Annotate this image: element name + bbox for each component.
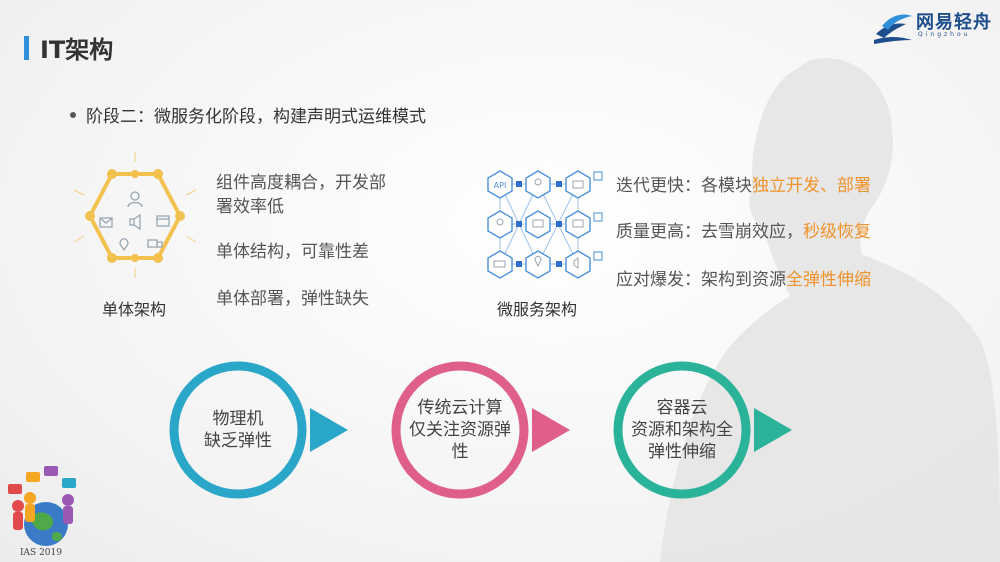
point-highlight: 秒级恢复 [803, 222, 871, 242]
hex-node [85, 211, 95, 221]
user-icon [127, 191, 143, 208]
monolith-point-1b: 署效率低 [216, 197, 284, 217]
service-node [565, 170, 591, 199]
stage-physical: 物理机 缺乏弹性 [160, 360, 350, 500]
microservice-caption: 微服务架构 [497, 300, 578, 319]
hex-node [175, 211, 185, 221]
logo-name: 网易轻舟 [916, 12, 992, 33]
service-node [487, 250, 513, 279]
stage-text: 物理机 缺乏弹性 [178, 378, 298, 482]
hex-node [153, 169, 163, 179]
user-icon [496, 218, 504, 226]
stage-line: 性 [451, 442, 469, 462]
api-label: API [494, 181, 507, 190]
user-icon [534, 178, 542, 186]
monolith-caption: 单体架构 [102, 300, 167, 319]
stage-line: 资源和架构全 [631, 420, 733, 440]
mail-icon [572, 219, 584, 228]
point-highlight: 全弹性伸缩 [786, 270, 871, 290]
service-node [565, 210, 591, 239]
stage-bullet: 阶段二：微服务化阶段，构建声明式运维模式 [70, 102, 426, 127]
microservice-point-3: 应对爆发：架构到资源全弹性伸缩 [616, 265, 871, 290]
stage-line: 弹性伸缩 [648, 442, 716, 462]
arrow-icon [310, 408, 348, 452]
stage-line: 传统云计算 [417, 398, 503, 418]
location-icon [534, 255, 542, 268]
netease-qingzhou-logo [874, 14, 912, 44]
speaker-icon [573, 257, 579, 269]
stage-line: 缺乏弹性 [204, 431, 272, 451]
stage-text: 传统云计算 仅关注资源弹 性 [400, 378, 520, 482]
stage-line: 物理机 [212, 409, 264, 429]
slide-title: IT架构 [40, 36, 114, 64]
browser-icon [532, 219, 544, 228]
speaker-icon [129, 213, 141, 231]
service-node [525, 210, 551, 239]
point-highlight: 独立开发、部署 [752, 176, 871, 196]
hex-node [107, 253, 117, 263]
hex-node [131, 254, 139, 262]
bullet-dot [70, 112, 76, 118]
ias-event-logo [8, 466, 76, 546]
service-node [525, 250, 551, 279]
stage-line: 容器云 [656, 398, 708, 418]
point-prefix: 质量更高：去雪崩效应， [616, 222, 803, 242]
microservice-point-1: 迭代更快：各模块独立开发、部署 [616, 171, 871, 196]
stage-traditional-cloud: 传统云计算 仅关注资源弹 性 [382, 360, 572, 500]
monolith-diagram [73, 152, 197, 278]
stage-ring [391, 361, 570, 499]
monolith-point-3: 单体部署，弹性缺失 [216, 289, 369, 309]
mail-icon [572, 180, 584, 189]
hex-node [153, 253, 163, 263]
hex-node [107, 169, 117, 179]
logo-subtitle: Qingzhou [918, 31, 971, 38]
browser-icon [156, 215, 170, 227]
microservice-point-2: 质量更高：去雪崩效应，秒级恢复 [616, 217, 871, 242]
api-node [487, 170, 513, 199]
bullet-text: 阶段二：微服务化阶段，构建声明式运维模式 [86, 107, 426, 127]
stage-ring [169, 361, 348, 499]
mail-icon [99, 217, 113, 228]
microservice-diagram: API [487, 170, 603, 279]
point-prefix: 应对爆发：架构到资源 [616, 270, 786, 290]
point-prefix: 迭代更快：各模块 [616, 176, 752, 196]
arrow-icon [532, 408, 570, 452]
hex-node [131, 170, 139, 178]
monolith-point-2: 单体结构，可靠性差 [216, 242, 369, 262]
stage-text: 容器云 资源和架构全 弹性伸缩 [622, 378, 742, 482]
stage-ring [613, 361, 792, 499]
api-icon [493, 260, 506, 268]
stage-line: 仅关注资源弹 [409, 420, 511, 440]
location-icon [119, 238, 129, 252]
ias-event-label: IAS 2019 [20, 548, 62, 558]
truck-icon [147, 239, 163, 248]
title-accent-bar [24, 36, 29, 60]
stage-container-cloud: 容器云 资源和架构全 弹性伸缩 [604, 360, 794, 500]
arrow-icon [754, 408, 792, 452]
monolith-point-1a: 组件高度耦合，开发部 [216, 173, 386, 193]
